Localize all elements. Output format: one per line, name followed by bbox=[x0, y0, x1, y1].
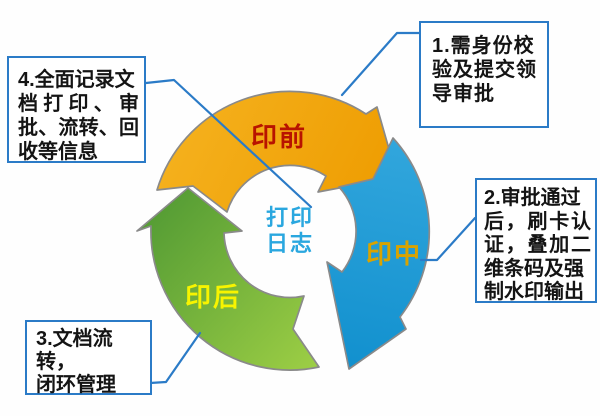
callout-1: 1.需身份校 验及提交领 导审批 bbox=[419, 21, 549, 128]
arrow-label-in-print: 印中 bbox=[366, 239, 423, 269]
callout-1-line: 验及提交领 bbox=[432, 59, 537, 81]
callout-4-line: 收等信息 bbox=[18, 141, 98, 163]
center-label-print-log: 打印 日志 bbox=[235, 205, 345, 256]
callout-2-leader-line bbox=[419, 216, 477, 262]
callout-3: 3.文档流转， 闭环管理 bbox=[25, 320, 152, 396]
center-label-line1: 打印 bbox=[265, 205, 314, 230]
arrow-label-pre-print: 印前 bbox=[251, 122, 308, 152]
callout-2-line: 维条码及强 bbox=[484, 257, 584, 280]
callout-4: 4.全面记录文 档打印、审 批、流转、回 收等信息 bbox=[7, 56, 146, 163]
callout-4-line: 批、流转、回 bbox=[18, 117, 139, 139]
callout-2-line: 制水印输出 bbox=[484, 281, 584, 304]
arrow-in-print bbox=[326, 137, 431, 370]
callout-1-leader-line bbox=[340, 31, 421, 97]
callout-2-line: 2.审批通过 bbox=[484, 187, 581, 209]
callout-3-leader-line bbox=[148, 331, 202, 385]
callout-1-line: 1.需身份校 bbox=[432, 35, 535, 57]
center-label-line2: 日志 bbox=[265, 230, 314, 256]
arrow-label-post-print: 印后 bbox=[185, 282, 242, 312]
callout-3-line: 闭环管理 bbox=[36, 374, 116, 396]
callout-4-leader-line bbox=[144, 78, 313, 209]
callout-4-line: 档打印、审 bbox=[18, 93, 139, 115]
callout-2-line: 后，刷卡认 bbox=[484, 210, 591, 233]
arrow-post-print bbox=[136, 187, 320, 371]
callout-2-line: 证，叠加二 bbox=[484, 234, 591, 257]
arrow-pre-print bbox=[156, 90, 398, 213]
callout-1-line: 导审批 bbox=[432, 83, 495, 105]
callout-2: 2.审批通过 后，刷卡认 证，叠加二 维条码及强 制水印输出 bbox=[475, 178, 597, 303]
callout-3-line: 3.文档流转， bbox=[36, 328, 113, 373]
callout-4-line: 4.全面记录文 bbox=[18, 69, 135, 91]
